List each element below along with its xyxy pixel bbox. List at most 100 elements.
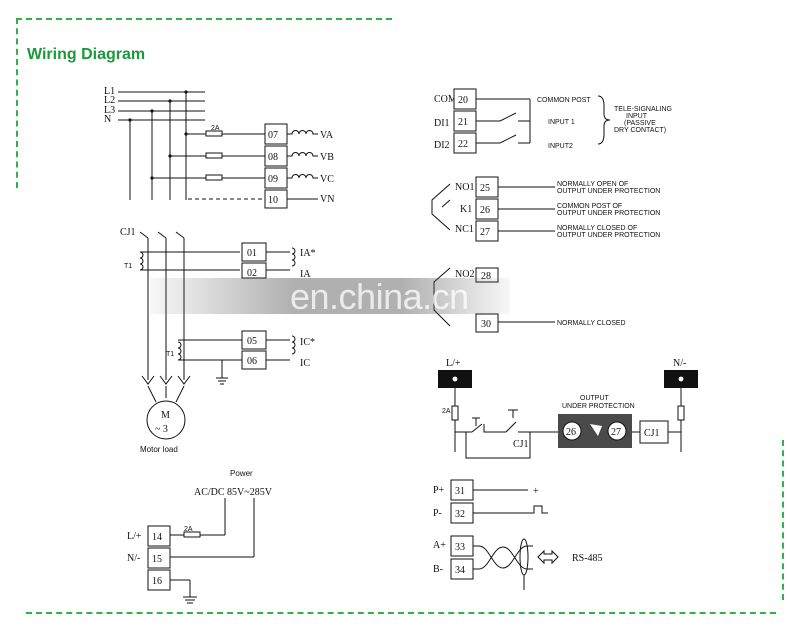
input-desc: INPUT2: [548, 143, 573, 150]
terminal-name: L/+: [127, 531, 142, 542]
terminal-number: 25: [480, 183, 490, 194]
input-desc: INPUT 1: [548, 119, 575, 126]
input-section: COM DI1 DI2 20 21 22 COMMON POST INPUT 1…: [434, 88, 672, 154]
fuse-icon: [205, 130, 223, 137]
current-transformer-icon: [177, 341, 182, 361]
terminal-name: P+: [433, 485, 445, 496]
coil-icon: [291, 335, 296, 355]
voltage-label: VA: [320, 130, 334, 141]
contact-number: 26: [566, 427, 576, 438]
brace-icon: [597, 95, 611, 145]
watermark-band: [150, 278, 510, 314]
terminal-name: DI2: [434, 140, 450, 151]
coil-icon: [287, 130, 318, 135]
current-label: IA: [300, 269, 311, 280]
terminal-number: 02: [247, 268, 257, 279]
frame-border-right: [782, 440, 784, 600]
fuse-icon: [451, 405, 459, 421]
coil-icon: [287, 174, 318, 179]
terminal-number: 34: [455, 565, 465, 576]
terminal-name: NO1: [455, 182, 474, 193]
terminal-name: NO2: [455, 269, 474, 280]
terminal-name: DI1: [434, 118, 450, 129]
input-desc: COMMON POST: [537, 97, 591, 104]
coil-icon: [291, 247, 296, 267]
relay-desc: OUTPUT UNDER PROTECTION: [557, 210, 660, 217]
voltage-label: VB: [320, 152, 334, 163]
input-note: (PASSIVE: [624, 120, 656, 127]
motor-icon: [146, 400, 186, 440]
terminal-number: 33: [455, 542, 465, 553]
fuse-icon: [677, 405, 685, 421]
relay-desc: COMMON POST OF: [557, 203, 622, 210]
relay-desc: OUTPUT UNDER PROTECTION: [557, 232, 660, 239]
overload-relay-icon: [141, 375, 191, 385]
coil-icon: [287, 152, 318, 157]
relay-contact-icon: [431, 183, 451, 231]
motor-symbol: M: [161, 410, 170, 421]
motor-load-label: Motor load: [140, 445, 178, 454]
terminal-number: 09: [268, 174, 278, 185]
contact-terminal: [562, 421, 582, 441]
coil-label: CJ1: [644, 428, 660, 439]
frame-border-left: [16, 18, 18, 188]
power-fuse-label: 2A: [184, 526, 193, 533]
relay-output-2: NO2 28 30 NORMALLY CLOSED: [433, 267, 626, 333]
terminal-box: [475, 313, 499, 333]
terminal-number: 20: [458, 95, 468, 106]
current-label: IC*: [300, 337, 315, 348]
terminal-name: P-: [433, 508, 442, 519]
watermark-text: en.china.cn: [290, 276, 469, 317]
control-circuit: L/+ N/- 2A CJ1 OUTPUT UNDER PROTECTION 2…: [438, 358, 698, 459]
power-title: Power: [230, 469, 253, 478]
contact-arrow-icon: [590, 424, 602, 436]
double-arrow-icon: [537, 549, 559, 565]
rs485-section: A+ B- 33 34 RS-485: [433, 535, 603, 590]
pulse-output-section: P+ P- 31 32 +: [433, 479, 548, 524]
motor-phase: ~ 3: [155, 424, 168, 435]
terminal-number: 08: [268, 152, 278, 163]
terminal-number: 21: [458, 117, 468, 128]
contactor-label: CJ1: [120, 227, 136, 238]
terminal-name: N/-: [127, 553, 140, 564]
ground-icon: [183, 596, 197, 604]
switch-icon: [499, 112, 517, 122]
contactor-switch-icon: [139, 231, 185, 239]
frame-border-top: [16, 18, 392, 20]
current-label: IC: [300, 358, 310, 369]
voltage-fuse-label: 2A: [211, 125, 220, 132]
frame-border-bottom: [26, 612, 776, 614]
contact-terminal: [607, 421, 627, 441]
terminal-number: 16: [152, 576, 162, 587]
terminal-name: A+: [433, 540, 446, 551]
supply-left-label: L/+: [446, 358, 461, 369]
switch-icon: [499, 134, 517, 144]
pushbutton-icon: [471, 423, 496, 433]
relay-desc: NORMALLY CLOSED OF: [557, 225, 637, 232]
current-section: CJ1 T1 01 02 IA* IA T1 05 06 IC* IC: [120, 227, 316, 454]
ct-label: T1: [124, 263, 132, 270]
input-note: TELE-SIGNALING: [614, 106, 672, 113]
line-l3-label: L3: [104, 105, 115, 116]
power-section: Power AC/DC 85V~285V L/+ N/- 14 15 16 2A: [127, 469, 273, 604]
line-l1-label: L1: [104, 86, 115, 97]
ct-label: T1: [166, 351, 174, 358]
terminal-number: 15: [152, 554, 162, 565]
contact-number: 27: [611, 427, 621, 438]
shield-icon: [519, 538, 529, 576]
ground-icon: [216, 377, 228, 385]
diagram-title: Wiring Diagram: [27, 46, 146, 63]
terminal-number: 28: [481, 271, 491, 282]
relay-desc: NORMALLY CLOSED: [557, 320, 626, 327]
rs485-label: RS-485: [572, 553, 603, 564]
pulse-icon: [528, 505, 548, 514]
terminal-box: [147, 525, 171, 547]
terminal-number: 07: [268, 130, 278, 141]
terminal-name: NC1: [455, 224, 474, 235]
voltage-section: L1 L2 L3 N 2A 07 08 09 10: [104, 86, 334, 209]
terminal-number: 01: [247, 248, 257, 259]
terminal-name: COM: [434, 94, 457, 105]
supply-right-label: N/-: [673, 358, 686, 369]
voltage-label: VN: [320, 194, 334, 205]
